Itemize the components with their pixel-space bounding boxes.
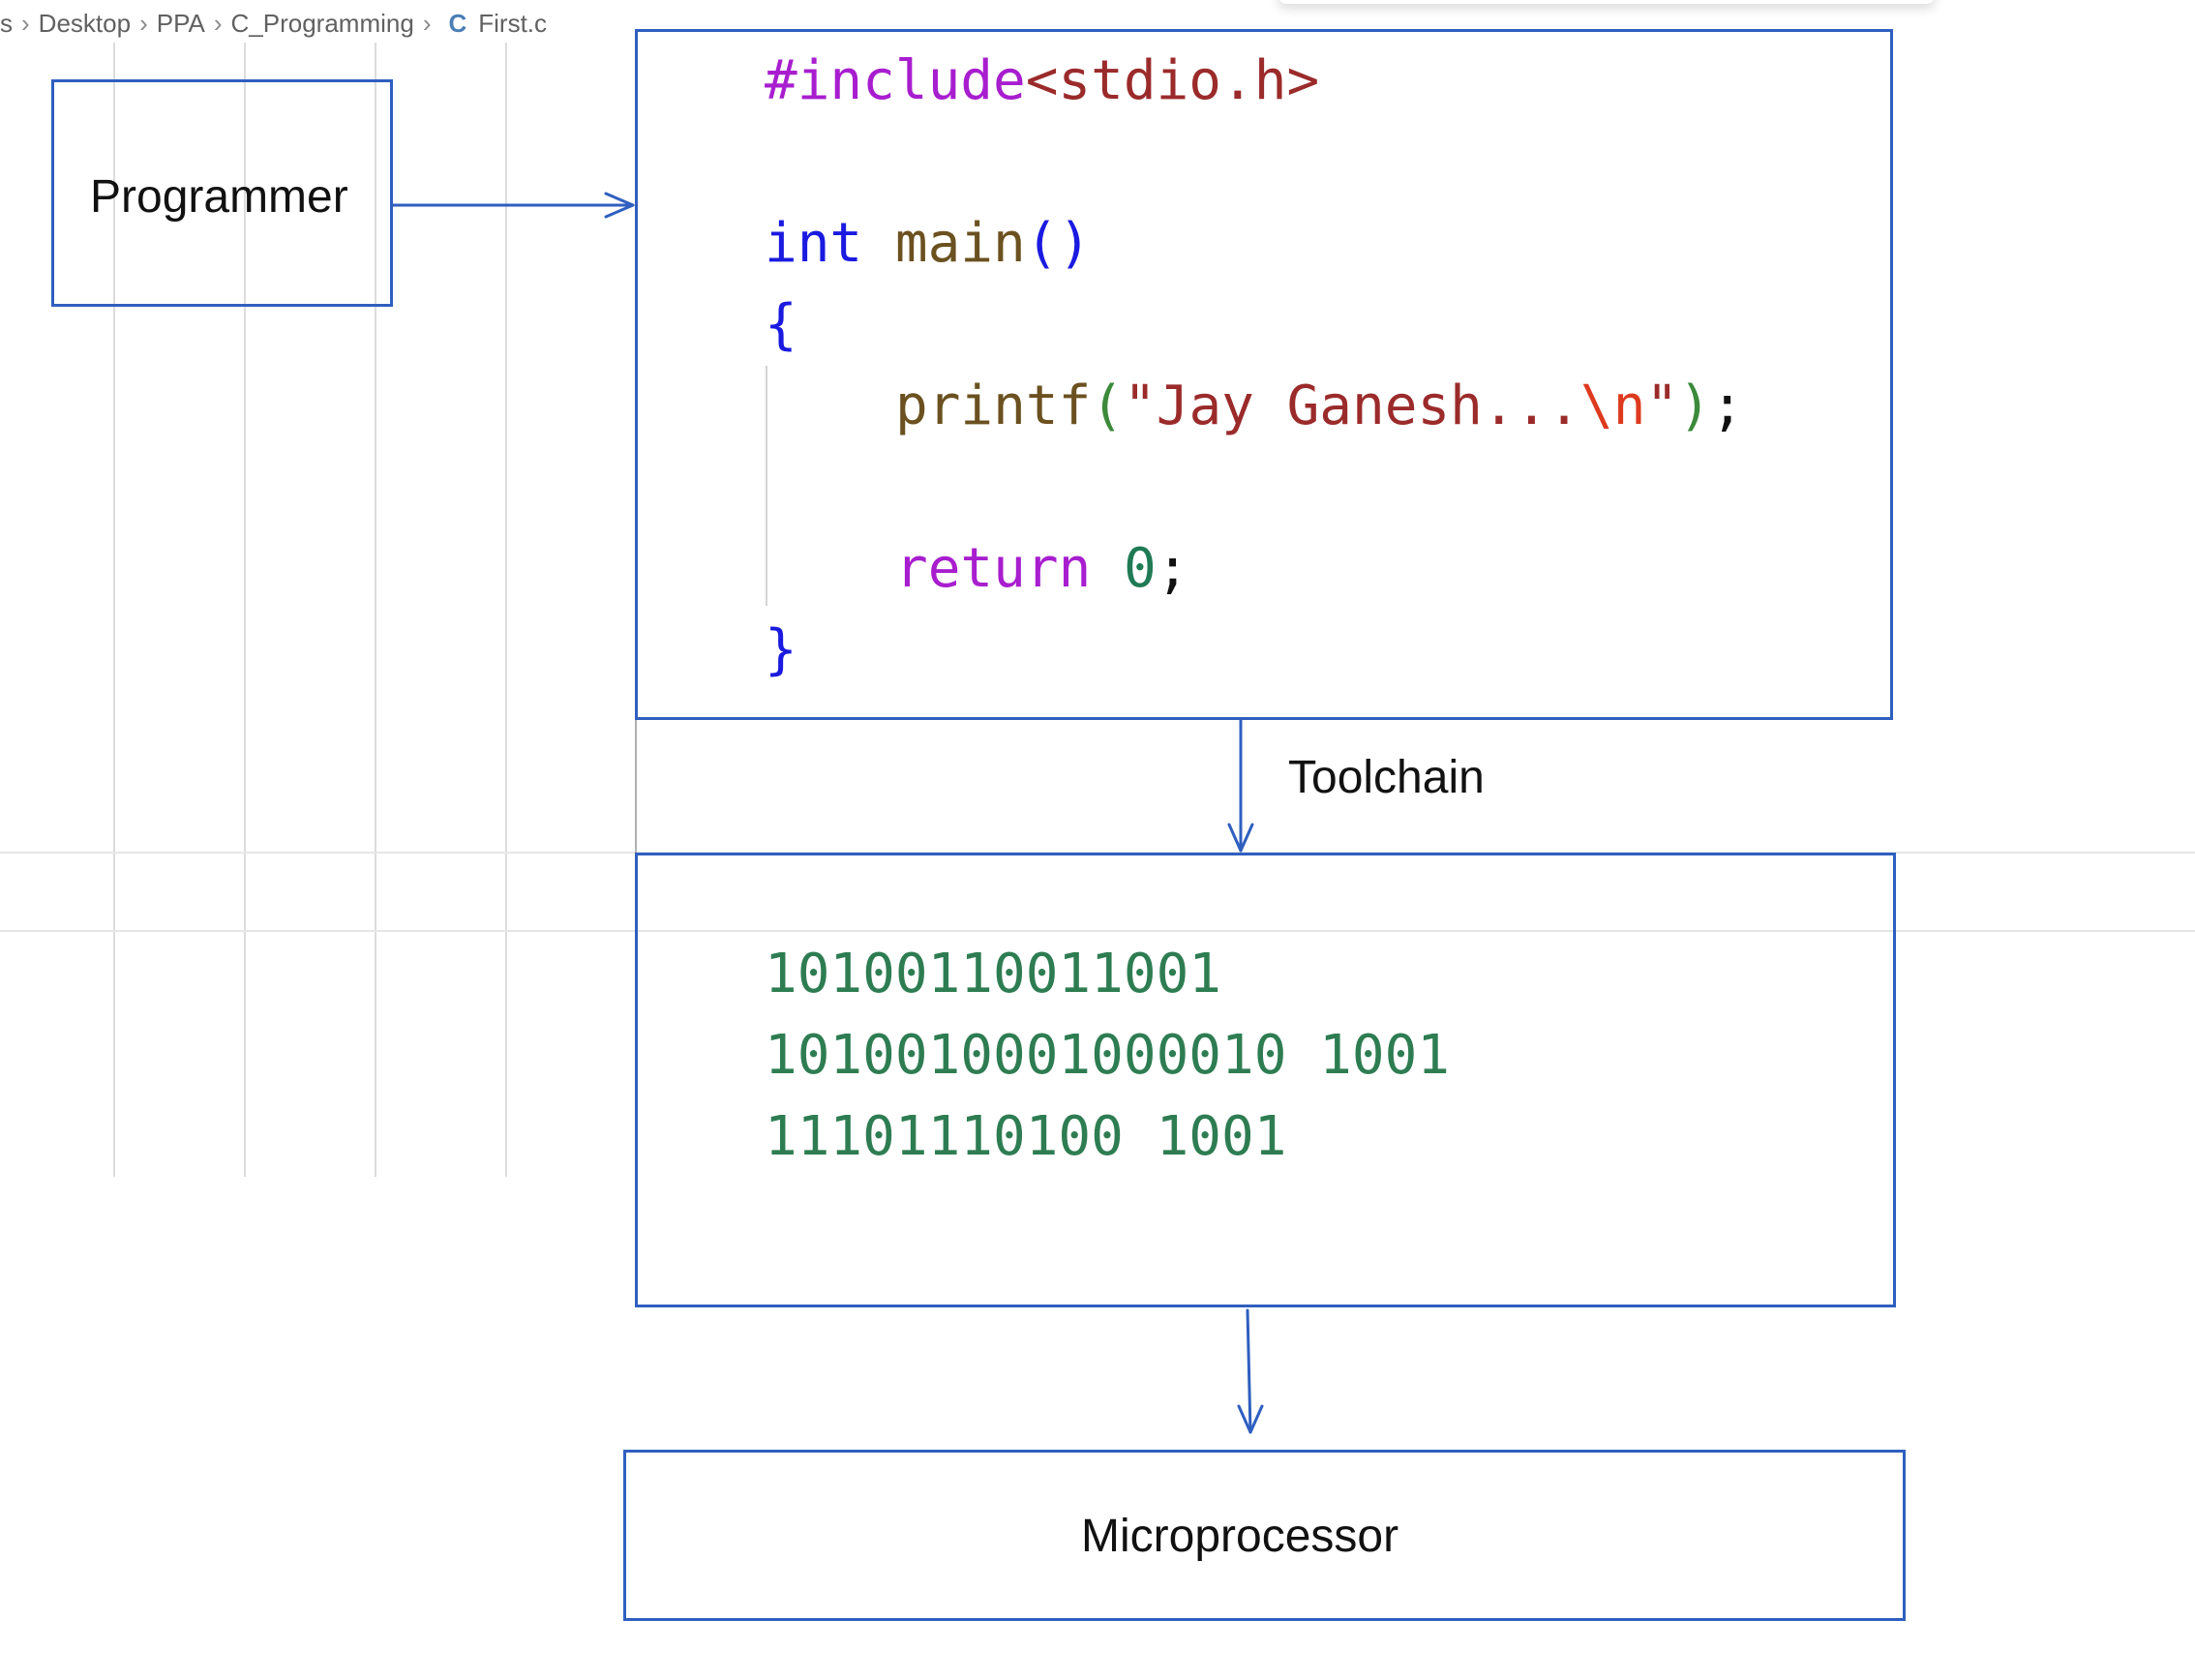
breadcrumb-item-c-programming[interactable]: C_Programming xyxy=(230,8,414,38)
function-name: main xyxy=(894,212,1026,275)
floating-panel-edge xyxy=(1278,0,1936,4)
return-value: 0 xyxy=(1124,537,1157,600)
indent-guide-line xyxy=(244,43,246,1177)
source-code-box xyxy=(635,29,1893,720)
breadcrumb: s › Desktop › PPA › C_Programming › C Fi… xyxy=(0,4,547,43)
c-file-icon: C xyxy=(448,8,467,38)
editor-vertical-line xyxy=(635,716,637,854)
include-directive: #include xyxy=(765,49,1026,112)
programmer-to-code-arrowhead xyxy=(604,192,635,219)
indent-guide-line xyxy=(375,43,376,1177)
execution-arrow-line xyxy=(1246,1308,1252,1434)
printf-semicolon: ; xyxy=(1710,375,1744,437)
microprocessor-box xyxy=(623,1450,1906,1621)
code-line-close-brace: } xyxy=(765,610,797,691)
breadcrumb-item[interactable]: s xyxy=(0,8,13,38)
code-line-return: return 0; xyxy=(895,528,1188,610)
code-indent-guide xyxy=(766,366,767,606)
programmer-box xyxy=(51,79,393,307)
printf-escape: \n xyxy=(1580,375,1646,437)
type-keyword: int xyxy=(765,212,863,275)
breadcrumb-item-file[interactable]: First.c xyxy=(478,8,548,38)
chevron-right-icon: › xyxy=(21,8,30,38)
editor-separator-line xyxy=(0,930,2195,932)
printf-name: printf xyxy=(895,375,1092,437)
toolchain-label: Toolchain xyxy=(1288,752,1485,803)
microprocessor-label: Microprocessor xyxy=(1081,1511,1399,1562)
binary-line: 1010010001000010 1001 xyxy=(765,1024,1451,1087)
printf-open-paren: ( xyxy=(1091,375,1125,437)
breadcrumb-item-desktop[interactable]: Desktop xyxy=(38,8,132,38)
toolchain-arrowhead xyxy=(1227,823,1254,853)
code-line-include: #include<stdio.h> xyxy=(765,41,1319,122)
binary-line: 11101110100 1001 xyxy=(765,1105,1287,1168)
code-line-printf: printf("Jay Ganesh...\n"); xyxy=(895,366,1744,447)
code-line-open-brace: { xyxy=(765,285,797,366)
programmer-label: Programmer xyxy=(90,171,348,223)
printf-close-paren: ) xyxy=(1678,375,1711,437)
machine-code-box xyxy=(635,853,1896,1307)
printf-string: "Jay Ganesh... xyxy=(1124,375,1581,437)
open-paren: ( xyxy=(1025,212,1059,275)
indent-guide-line xyxy=(113,43,115,1177)
indent-guide-line xyxy=(505,43,507,1177)
chevron-right-icon: › xyxy=(422,8,432,38)
close-paren: ) xyxy=(1058,212,1092,275)
breadcrumb-item-ppa[interactable]: PPA xyxy=(156,8,205,38)
open-brace: { xyxy=(765,293,797,356)
include-header: <stdio.h> xyxy=(1025,49,1320,112)
printf-string-end: " xyxy=(1645,375,1679,437)
code-line-main: int main() xyxy=(765,203,1091,285)
chevron-right-icon: › xyxy=(139,8,148,38)
chevron-right-icon: › xyxy=(213,8,223,38)
return-keyword: return xyxy=(895,537,1092,600)
binary-line: 10100110011001 xyxy=(765,943,1222,1005)
return-semicolon: ; xyxy=(1156,537,1189,600)
execution-arrowhead xyxy=(1237,1404,1264,1434)
close-brace: } xyxy=(765,618,797,681)
